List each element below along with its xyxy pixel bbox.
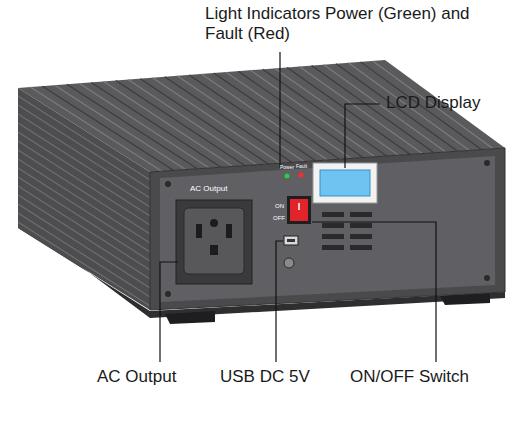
fin — [250, 70, 374, 157]
fin — [18, 105, 150, 189]
outlet-hole — [210, 219, 218, 227]
fin — [79, 83, 209, 168]
fin — [18, 177, 150, 261]
fin — [214, 73, 340, 159]
leader-line — [279, 52, 280, 168]
fin — [18, 168, 150, 252]
outlet-hole — [226, 224, 232, 238]
on-off-switch — [290, 199, 308, 221]
fin — [116, 81, 245, 166]
fin — [18, 132, 150, 216]
fin — [263, 69, 387, 156]
callout-label: ON/OFF Switch — [350, 367, 469, 387]
ground-terminal — [284, 258, 294, 268]
leader-line — [160, 262, 178, 362]
fin — [238, 71, 363, 157]
power-led — [285, 174, 290, 179]
switch-mark — [298, 203, 300, 210]
switch-bezel — [287, 196, 311, 224]
lcd-bezel — [313, 163, 377, 203]
fin — [153, 78, 281, 163]
callout-label: LCD Display — [386, 93, 480, 113]
fin — [18, 195, 150, 279]
fin — [18, 114, 150, 198]
outlet-hole — [210, 245, 218, 255]
fin — [165, 77, 292, 163]
fin — [18, 96, 150, 180]
vent-slot — [322, 212, 344, 217]
front-panel — [160, 156, 495, 302]
fin — [55, 85, 186, 169]
leader-line — [276, 241, 283, 362]
fault-led — [299, 173, 304, 178]
vent-slot — [350, 245, 372, 250]
fin — [177, 76, 304, 162]
fin — [18, 204, 150, 288]
ac-outlet — [176, 200, 252, 284]
lcd-display — [320, 170, 370, 196]
usb-port — [284, 236, 298, 245]
fin — [226, 72, 351, 158]
panel-text: ON — [275, 203, 284, 210]
fin — [18, 222, 150, 306]
screw — [484, 160, 490, 166]
fin — [373, 61, 493, 149]
fin — [18, 123, 150, 207]
outlet-face — [184, 208, 244, 274]
foot — [165, 311, 215, 324]
leader-line — [312, 222, 436, 362]
screw — [484, 275, 490, 281]
vent-slot — [322, 245, 344, 250]
vent-slot — [350, 234, 372, 239]
fin — [140, 79, 268, 164]
fin — [30, 87, 162, 171]
vent-slot — [350, 212, 372, 217]
fin — [67, 84, 197, 169]
outlet-hole — [196, 224, 202, 238]
callout-label: AC Output — [97, 367, 176, 387]
vent-slots — [322, 212, 372, 250]
leader-line — [345, 104, 380, 168]
fin — [18, 159, 150, 243]
panel-text: OFF — [273, 215, 285, 222]
fin — [128, 80, 256, 165]
fin — [18, 141, 150, 225]
panel-text: AC Output — [190, 184, 227, 194]
fin — [18, 186, 150, 270]
fin — [18, 213, 150, 297]
vent-slot — [322, 234, 344, 239]
vent-slot — [322, 223, 344, 228]
panel-text: Power — [280, 164, 294, 170]
usb-slot — [287, 239, 295, 242]
callout-label: Light Indicators Power (Green) and Fault… — [205, 4, 487, 45]
fin — [275, 68, 399, 155]
panel-text: Fault — [296, 163, 307, 169]
vent-slot — [350, 223, 372, 228]
screw — [165, 291, 171, 297]
callout-label: USB DC 5V — [220, 367, 310, 387]
fin — [42, 86, 173, 170]
screw — [165, 181, 171, 187]
front-face — [150, 148, 505, 310]
fin — [104, 81, 233, 166]
fin — [18, 150, 150, 234]
fin — [189, 75, 315, 161]
fin — [202, 74, 328, 160]
fin — [361, 62, 482, 150]
